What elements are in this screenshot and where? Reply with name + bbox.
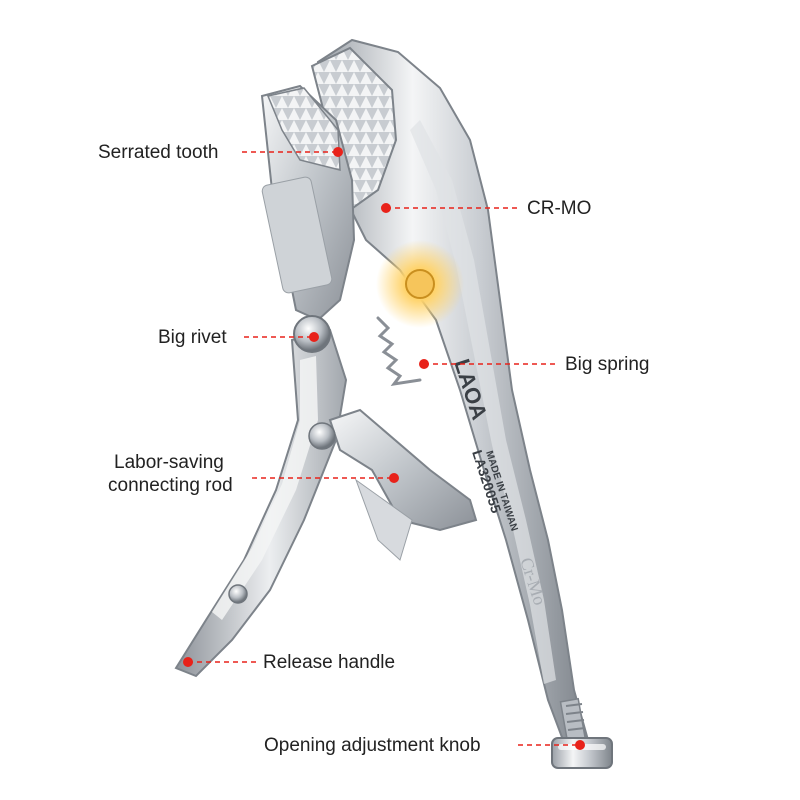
marker-connecting-rod	[389, 473, 399, 483]
label-adjustment-knob: Opening adjustment knob	[264, 735, 481, 756]
markers	[183, 147, 585, 750]
leader-lines	[188, 151, 580, 746]
label-connecting-rod: Labor-saving connecting rod	[108, 452, 233, 498]
rivet-tertiary	[228, 584, 248, 604]
spring-graphic	[376, 316, 422, 387]
label-connecting-rod-line2: connecting rod	[108, 474, 233, 496]
label-cr-mo: CR-MO	[527, 198, 592, 219]
release-lever	[174, 328, 348, 678]
label-big-spring: Big spring	[565, 354, 650, 375]
lower-jaw	[260, 84, 356, 322]
marker-cr-mo	[381, 203, 391, 213]
connecting-rod	[328, 408, 478, 561]
label-connecting-rod-line1: Labor-saving	[114, 452, 224, 473]
label-serrated-tooth: Serrated tooth	[98, 142, 219, 163]
marker-serrated-tooth	[333, 147, 343, 157]
label-release-handle: Release handle	[263, 652, 396, 673]
rivet-secondary	[308, 422, 336, 450]
label-big-rivet: Big rivet	[158, 327, 227, 348]
marker-big-rivet	[309, 332, 319, 342]
marker-release-handle	[183, 657, 193, 667]
marker-adjustment-knob	[575, 740, 585, 750]
marker-big-spring	[419, 359, 429, 369]
